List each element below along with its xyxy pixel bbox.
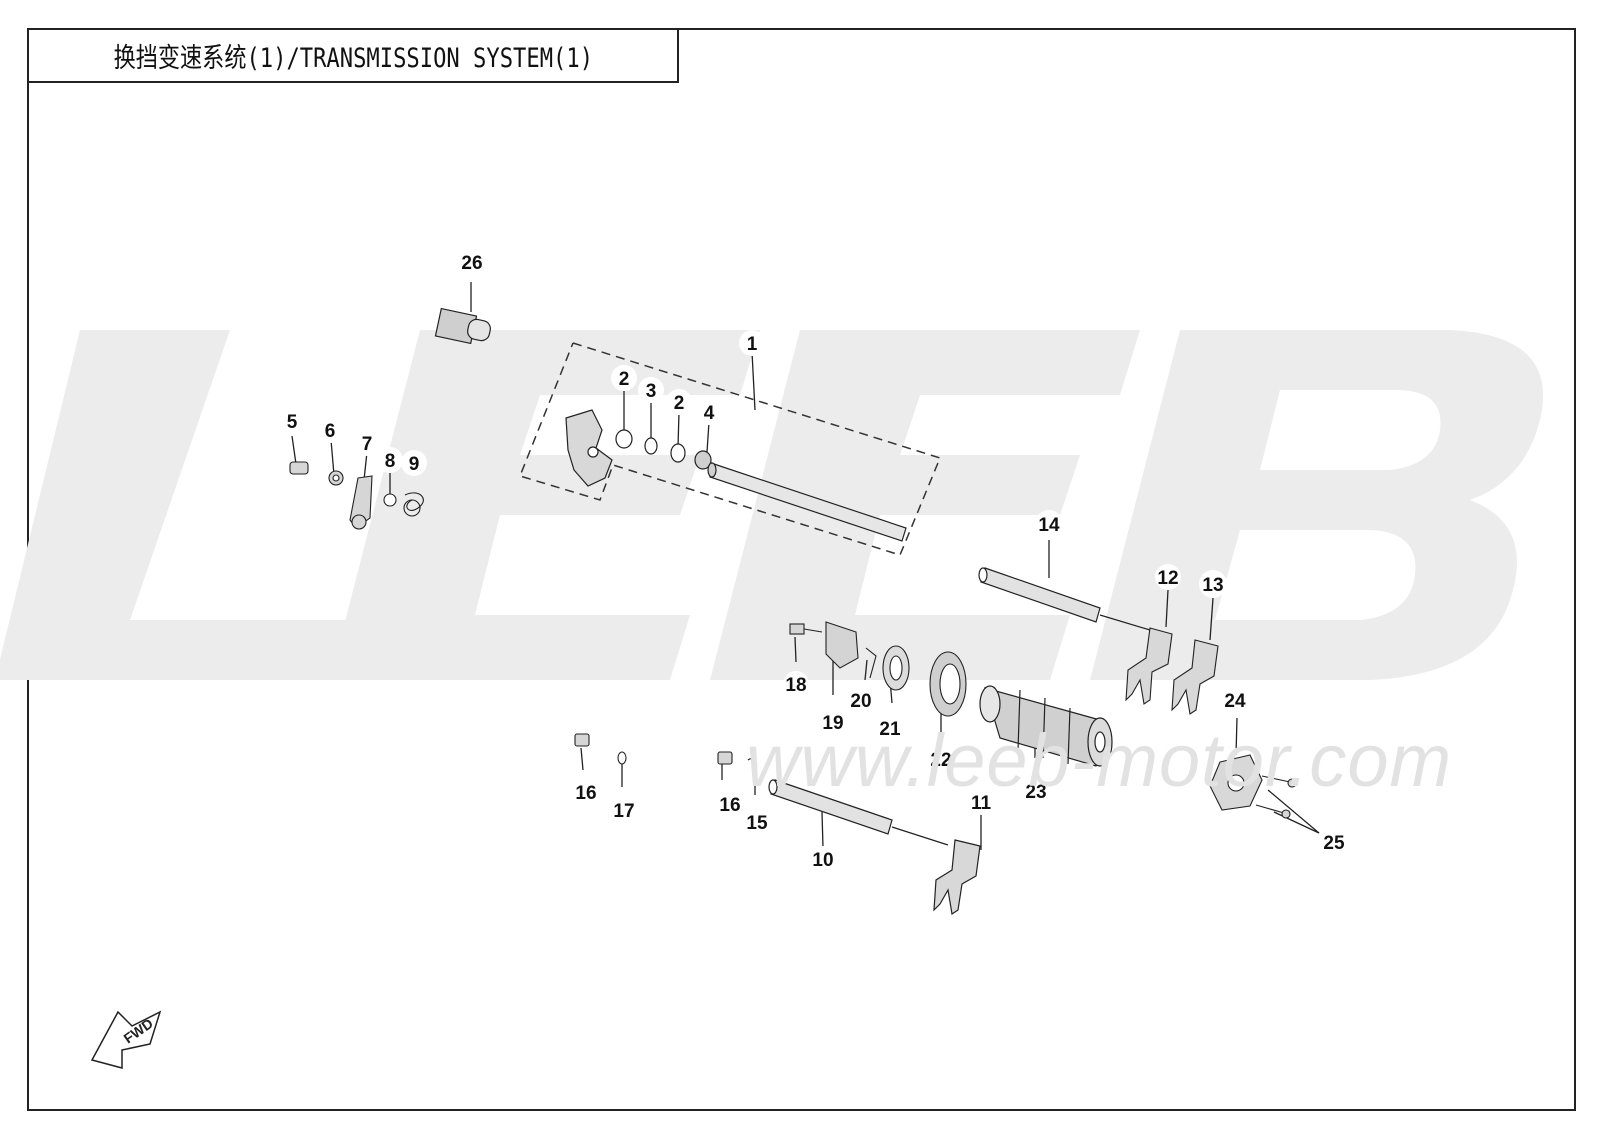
callout-15: 15 [746,813,768,834]
callout-26: 26 [461,253,482,274]
callout-1: 1 [747,334,758,355]
callout-24: 24 [1224,691,1246,712]
leeb-watermark-logo [0,330,1544,680]
callout-2a: 2 [619,369,630,390]
callout-2b: 2 [674,393,685,414]
part-23-shift-drum [979,685,1113,767]
parts-16-17 [574,733,733,765]
callout-4: 4 [704,403,715,424]
callout-3: 3 [646,381,657,402]
callout-23: 23 [1025,782,1046,803]
page-title: 换挡变速系统(1)/TRANSMISSION SYSTEM(1) [113,43,593,74]
callout-18: 18 [785,675,806,696]
part-14-shift-fork-shaft [978,567,1151,631]
callout-6: 6 [325,421,336,442]
callout-25: 25 [1323,833,1345,854]
callout-13: 13 [1202,575,1223,596]
callout-9: 9 [409,454,420,475]
leader-lines [291,282,1320,850]
parts-18-22 [789,621,967,717]
callout-11: 11 [971,793,992,814]
parts-10-11 [747,758,981,916]
callout-8: 8 [385,451,396,472]
callout-20: 20 [850,691,871,712]
callout-19: 19 [822,713,843,734]
title-box: 换挡变速系统(1)/TRANSMISSION SYSTEM(1) [27,28,679,83]
callout-7: 7 [362,434,373,455]
callout-17: 17 [613,801,634,822]
parts-12-13-shift-forks [1125,627,1219,715]
part-1-shift-shaft [565,409,907,542]
parts-24-25 [1209,754,1297,819]
fwd-arrow-icon: FWD [90,1010,162,1069]
callout-10: 10 [812,850,833,871]
callout-21: 21 [879,719,901,740]
callout-12: 12 [1157,568,1178,589]
callout-16a: 16 [575,783,596,804]
callout-labels: 1 2 3 2 4 5 6 7 8 9 10 11 12 13 14 15 16… [279,249,1347,872]
callout-5: 5 [287,412,298,433]
callout-16b: 16 [719,795,740,816]
parts-5-9 [289,461,424,530]
callout-22: 22 [930,750,951,771]
callout-14: 14 [1038,515,1060,536]
part-26-plug [434,307,491,345]
watermark-url: www.leeb-motor.com [746,719,1453,802]
